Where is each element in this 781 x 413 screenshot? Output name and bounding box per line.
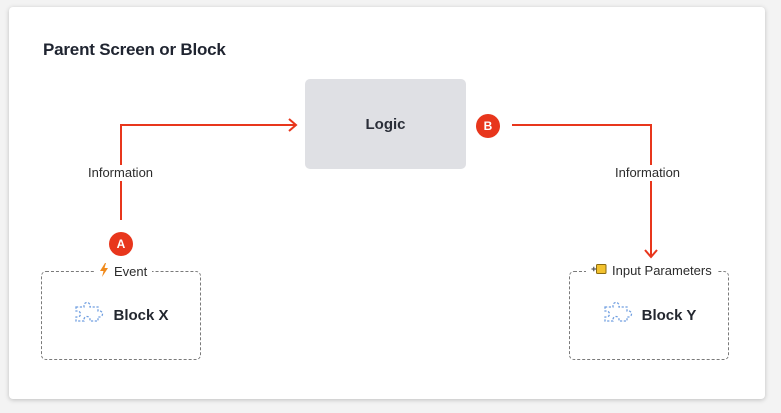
arrow-logic-to-block-y (512, 124, 652, 257)
arrow-block-x-to-logic (120, 124, 296, 220)
puzzle-icon (602, 301, 634, 330)
block-x-tag-label: Event (114, 264, 148, 279)
badge-b: B (476, 114, 500, 138)
diagram-title: Parent Screen or Block (43, 40, 226, 59)
badge-a: A (109, 232, 133, 256)
diagram-canvas (9, 7, 765, 399)
block-y: Input Parameters Block Y (569, 263, 729, 360)
block-x-body: Block X (42, 272, 200, 359)
block-x: Event Block X (41, 263, 201, 360)
logic-label: Logic (365, 115, 406, 133)
arrowhead-block-y (644, 249, 658, 259)
puzzle-icon (73, 301, 105, 330)
info-label-left: Information (84, 165, 158, 181)
block-y-tag-label: Input Parameters (612, 263, 712, 278)
block-y-name: Block Y (641, 307, 697, 324)
input-parameter-icon (591, 263, 607, 279)
block-x-name: Block X (113, 307, 169, 324)
logic-box: Logic (305, 79, 466, 169)
block-y-body: Block Y (570, 272, 728, 359)
block-x-tag: Event (94, 263, 153, 281)
block-y-tag: Input Parameters (586, 263, 717, 279)
arrowhead-logic (288, 118, 298, 132)
lightning-icon (99, 263, 109, 281)
info-label-right: Information (611, 165, 685, 181)
